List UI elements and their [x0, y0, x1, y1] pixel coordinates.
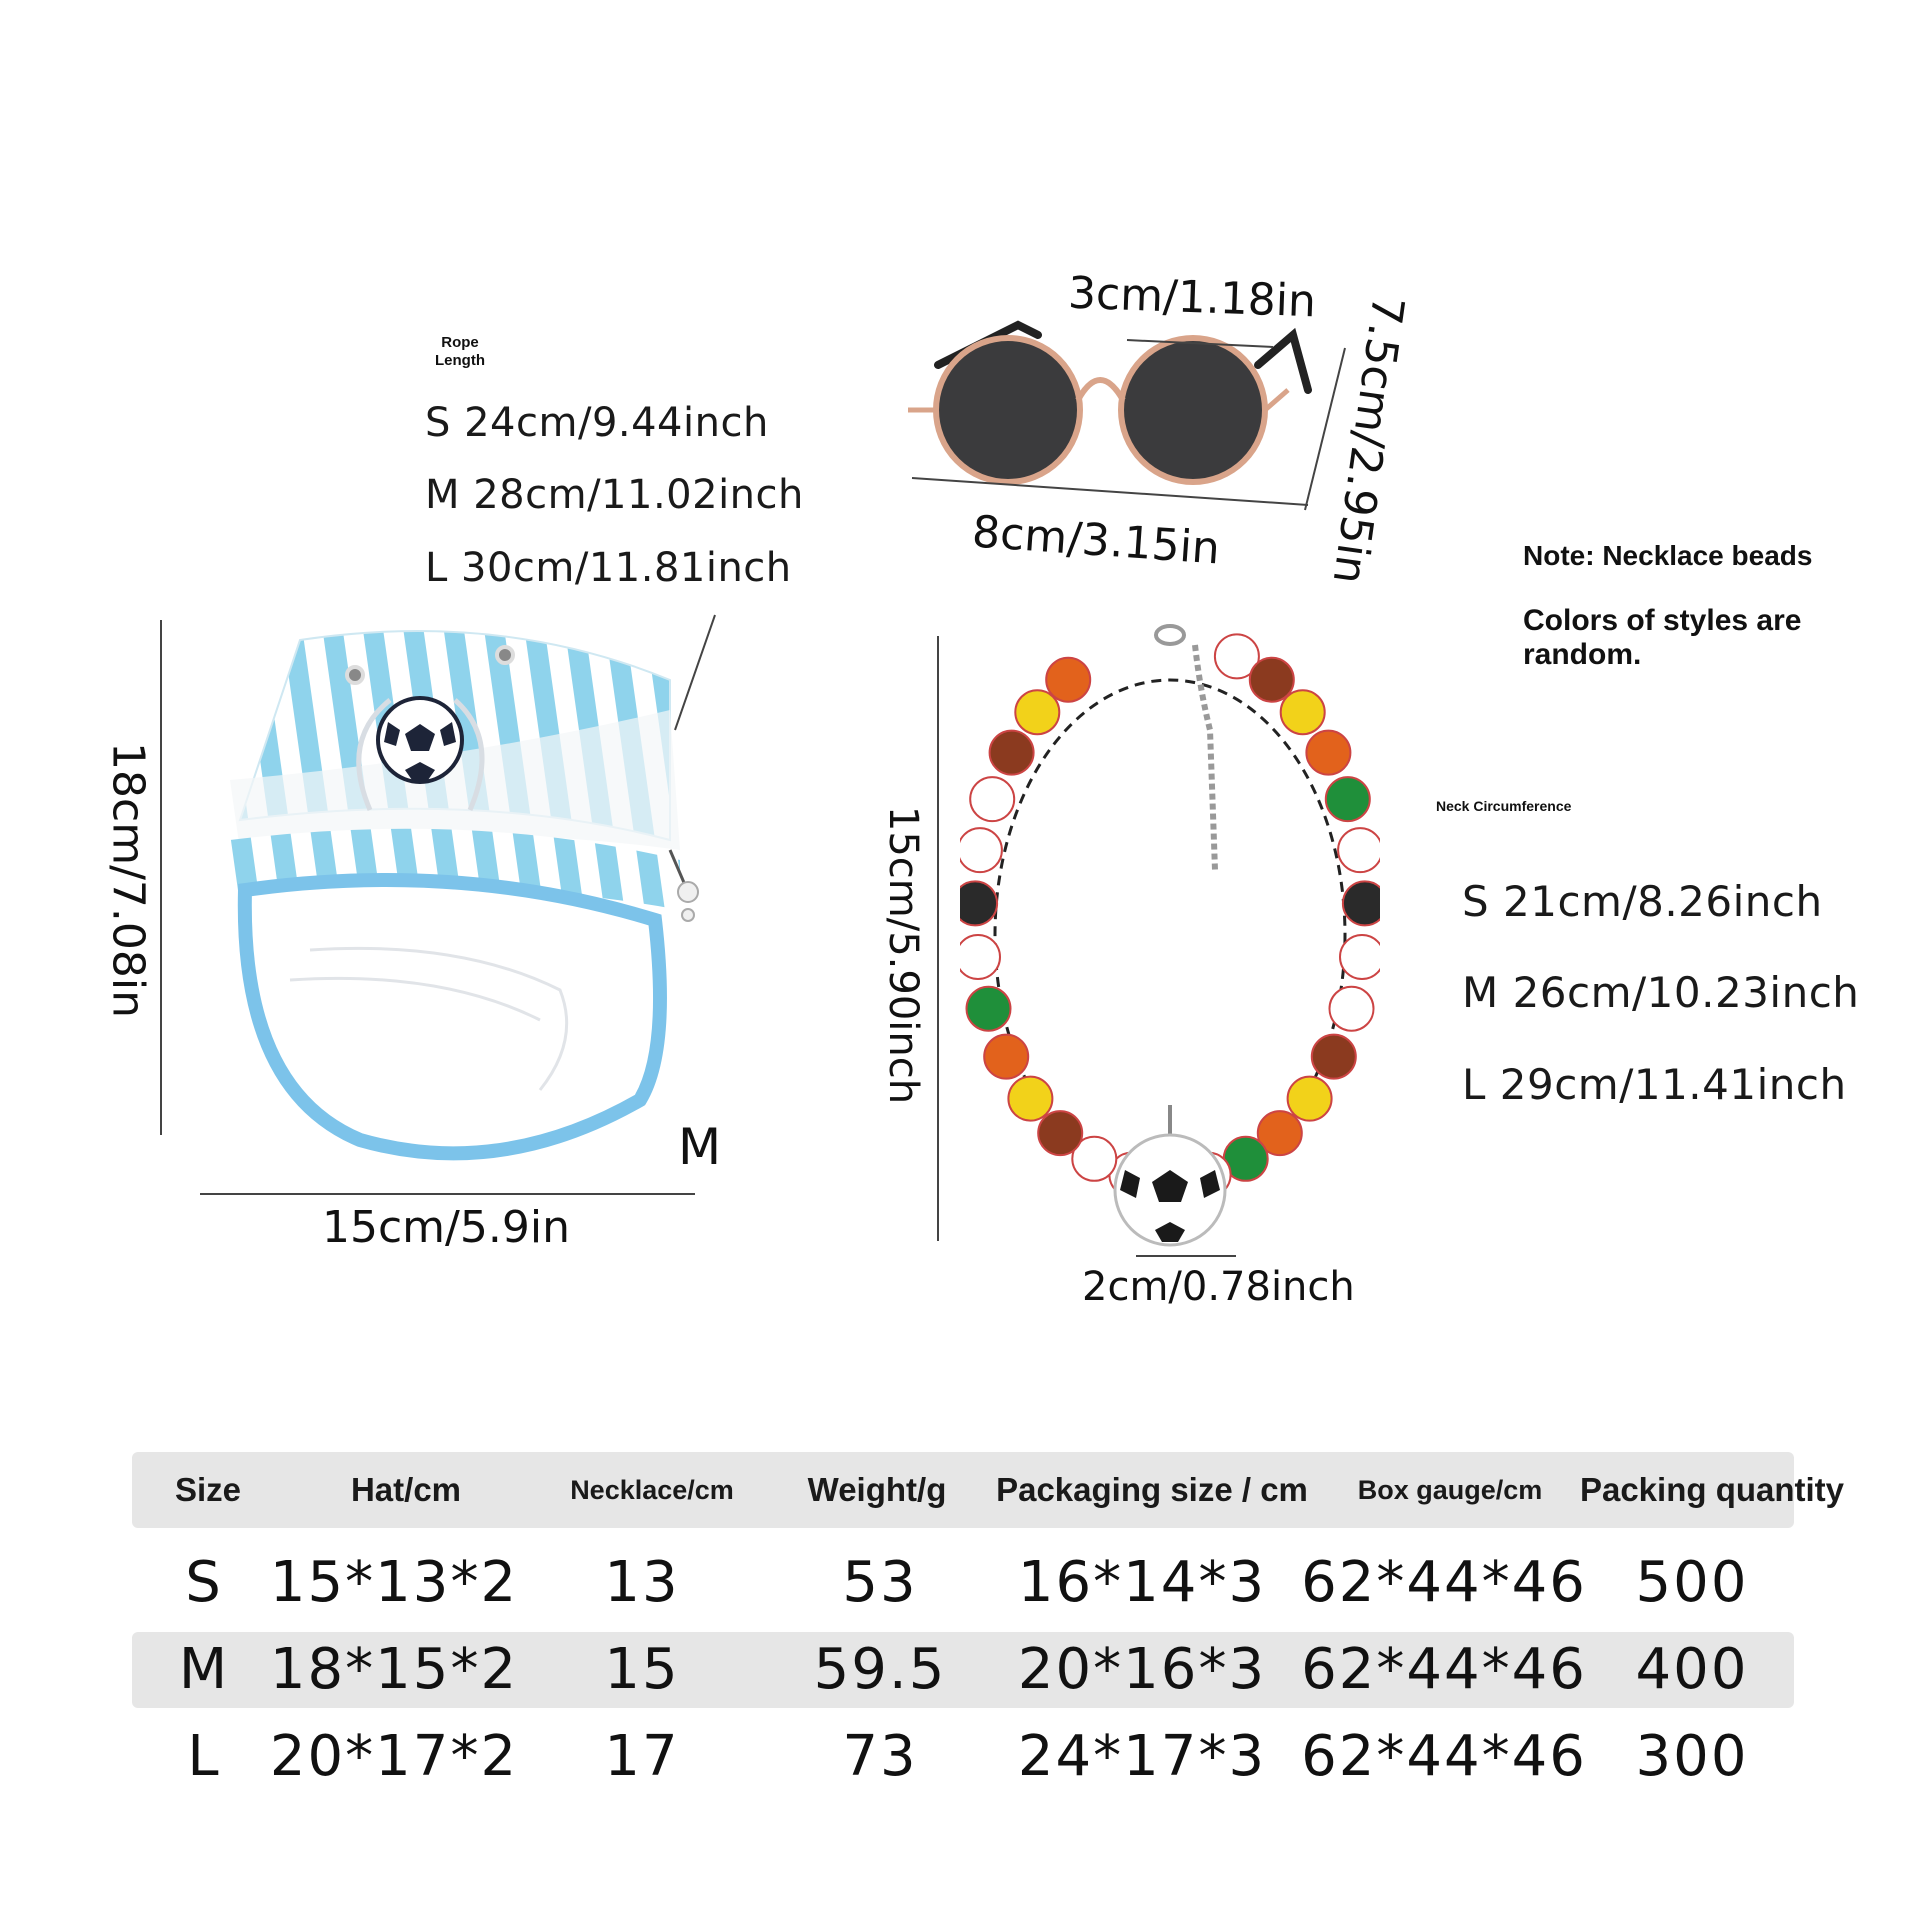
rope-length-title: Rope Length — [435, 334, 485, 369]
necklace-bead — [988, 729, 1035, 776]
cell-packing-quantity: 400 — [1635, 1637, 1749, 1702]
note-line-2: Colors of styles are random. — [1523, 604, 1802, 671]
cell-size: L — [187, 1724, 221, 1789]
necklace-bead — [1037, 1110, 1084, 1157]
hat-height-line — [160, 620, 162, 1135]
cell-weight: 73 — [842, 1724, 918, 1789]
cell-box-gauge: 62*44*46 — [1301, 1724, 1587, 1789]
necklace-image — [960, 624, 1380, 1247]
cell-necklace: 13 — [604, 1550, 680, 1615]
glasses-width-label: 8cm/3.15in — [970, 506, 1222, 575]
necklace-bead — [1286, 1075, 1333, 1122]
table-header-row: Size Hat/cm Necklace/cm Weight/g Packagi… — [132, 1452, 1844, 1528]
necklace-bead — [1045, 656, 1092, 703]
cell-necklace: 17 — [604, 1724, 680, 1789]
cell-hat: 15*13*2 — [269, 1550, 519, 1615]
hat-size-marker: M — [678, 1118, 722, 1176]
table-row: M 18*15*2 15 59.5 20*16*3 62*44*46 400 — [132, 1632, 1794, 1708]
necklace-bead — [1279, 689, 1326, 736]
neck-size-l: L 29cm/11.41inch — [1462, 1060, 1847, 1109]
hat-width-label: 15cm/5.9in — [322, 1202, 570, 1253]
cell-packaging-size: 24*17*3 — [1017, 1724, 1267, 1789]
rope-length-size-s: S 24cm/9.44inch — [425, 400, 769, 446]
neck-size-s: S 21cm/8.26inch — [1462, 877, 1823, 926]
necklace-bead — [960, 827, 1003, 874]
table-row: S 15*13*2 13 53 16*14*3 62*44*46 500 — [132, 1540, 1794, 1626]
hat-height-label: 18cm/7.08in — [102, 742, 154, 1018]
necklace-bead — [969, 776, 1016, 823]
cell-necklace: 15 — [604, 1637, 680, 1702]
rope-pointer-line — [674, 614, 716, 731]
cell-hat: 20*17*2 — [269, 1724, 519, 1789]
neck-circumference-title: Neck Circumference — [1436, 798, 1572, 814]
rope-length-size-l: L 30cm/11.81inch — [425, 545, 792, 591]
cell-weight: 59.5 — [813, 1637, 947, 1702]
cell-packaging-size: 16*14*3 — [1017, 1550, 1267, 1615]
necklace-bead — [983, 1033, 1030, 1080]
cell-hat: 18*15*2 — [269, 1637, 519, 1702]
cell-packing-quantity: 500 — [1635, 1550, 1749, 1615]
necklace-bead — [1305, 729, 1352, 776]
hat-width-line — [200, 1193, 695, 1195]
header-packaging-size: Packaging size / cm — [996, 1471, 1308, 1508]
cell-box-gauge: 62*44*46 — [1301, 1637, 1587, 1702]
necklace-bead — [1213, 633, 1260, 680]
header-packing-quantity: Packing quantity — [1579, 1471, 1845, 1508]
header-box-gauge: Box gauge/cm — [1357, 1475, 1543, 1505]
cell-size: S — [185, 1550, 223, 1615]
header-necklace: Necklace/cm — [570, 1475, 734, 1505]
necklace-bead — [1248, 656, 1295, 703]
table-row: L 20*17*2 17 73 24*17*3 62*44*46 300 — [132, 1714, 1794, 1800]
necklace-bead — [965, 985, 1012, 1032]
glasses-lens-label: 3cm/1.18in — [1067, 267, 1317, 328]
necklace-bead — [960, 934, 1001, 980]
header-hat: Hat/cm — [350, 1471, 462, 1508]
necklace-height-label: 15cm/5.90inch — [880, 805, 926, 1105]
cell-packaging-size: 20*16*3 — [1017, 1637, 1267, 1702]
necklace-bead — [1337, 827, 1380, 874]
pendant-width-line — [1136, 1255, 1236, 1257]
necklace-bead — [1328, 985, 1375, 1032]
necklace-bead — [1310, 1033, 1357, 1080]
glasses-width-line — [911, 477, 1309, 506]
header-size: Size — [174, 1471, 242, 1508]
cell-weight: 53 — [842, 1550, 918, 1615]
necklace-bead — [1007, 1075, 1054, 1122]
hat-image — [230, 630, 699, 1161]
note-line-1: Note: Necklace beads — [1523, 540, 1813, 571]
cell-packing-quantity: 300 — [1635, 1724, 1749, 1789]
necklace-bead — [1256, 1110, 1303, 1157]
glasses-depth-line — [1304, 347, 1346, 511]
header-weight: Weight/g — [807, 1471, 947, 1508]
neck-size-m: M 26cm/10.23inch — [1462, 968, 1860, 1017]
necklace-bead — [1014, 689, 1061, 736]
sunglasses-image — [908, 320, 1312, 485]
necklace-bead — [1071, 1135, 1118, 1182]
necklace-bead — [1324, 776, 1371, 823]
necklace-bead — [1339, 934, 1380, 980]
glasses-lens-line — [1126, 339, 1274, 348]
rope-length-size-m: M 28cm/11.02inch — [425, 472, 804, 518]
cell-box-gauge: 62*44*46 — [1301, 1550, 1587, 1615]
cell-size: M — [178, 1637, 230, 1702]
necklace-bead — [960, 880, 999, 927]
necklace-height-line — [937, 636, 939, 1241]
pendant-width-label: 2cm/0.78inch — [1082, 1264, 1355, 1310]
necklace-bead — [1341, 880, 1380, 927]
